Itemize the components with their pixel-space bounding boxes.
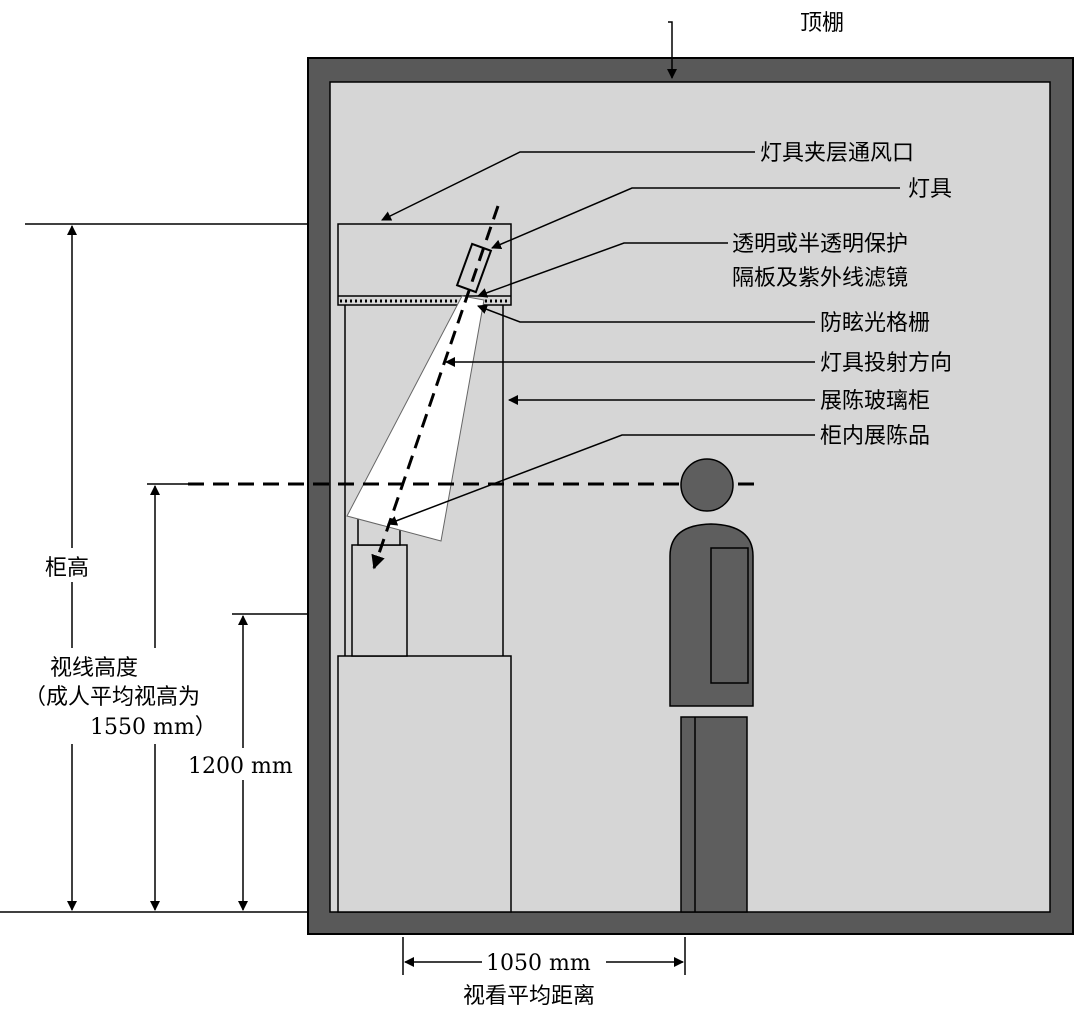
bg-eye-height xyxy=(22,648,234,744)
label-vent: 灯具夹层通风口 xyxy=(760,141,914,166)
cabinet-base xyxy=(337,655,512,913)
bg-base-height xyxy=(184,748,300,780)
label-ceiling: 顶棚 xyxy=(800,11,844,36)
label-base-height: 1200 mm xyxy=(188,754,293,779)
label-louver: 防眩光格栅 xyxy=(820,311,930,336)
leader-cover xyxy=(477,242,728,298)
label-distance-value: 1050 mm xyxy=(486,951,591,976)
person-arm xyxy=(710,547,749,684)
exhibit-stand xyxy=(351,544,408,657)
label-eye-line3: 1550 mm） xyxy=(90,715,217,740)
label-exhibit: 柜内展陈品 xyxy=(820,424,930,449)
label-distance: 视看平均距离 xyxy=(463,984,595,1009)
label-cabinet-height: 柜高 xyxy=(45,556,89,581)
label-cover-line2: 隔板及紫外线滤镜 xyxy=(732,266,908,291)
leader-louver xyxy=(477,304,815,323)
label-cabinet: 展陈玻璃柜 xyxy=(820,389,930,414)
label-direction: 灯具投射方向 xyxy=(820,351,952,376)
projection-direction-arrow xyxy=(371,205,500,570)
person-legs xyxy=(680,716,748,913)
label-eye-line2: （成人平均视高为 xyxy=(24,685,200,710)
leader-exhibit xyxy=(387,434,815,526)
leader-fixture xyxy=(491,187,900,250)
label-cover-line1: 透明或半透明保护 xyxy=(732,232,908,257)
label-eye-line1: 视线高度 xyxy=(50,656,138,681)
leader-vent xyxy=(381,151,755,221)
bg-cabinet-height xyxy=(42,548,102,582)
person-head xyxy=(680,458,734,512)
label-fixture: 灯具 xyxy=(908,177,952,202)
leader-ceiling xyxy=(667,21,677,79)
